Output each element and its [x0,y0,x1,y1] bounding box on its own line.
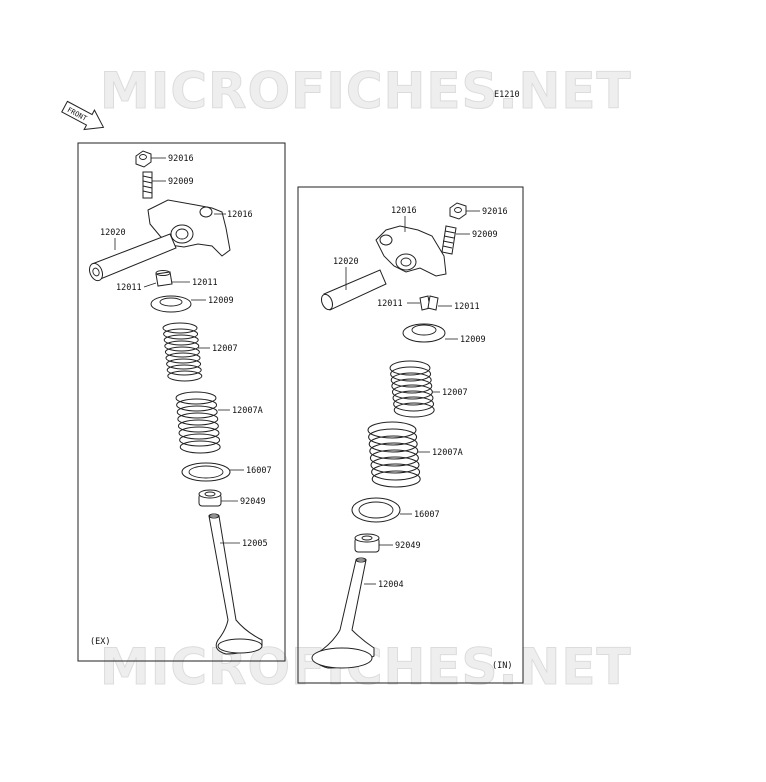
in-part-label: 12009 [460,335,486,345]
ex-part-label: 12020 [100,228,126,238]
in-labels: 12016 92016 92009 12020 12011 12011 1200… [333,206,508,590]
ex-outer-spring-icon [162,322,203,382]
ex-rocker-shaft-icon [88,233,177,282]
in-outer-spring-icon [389,360,435,418]
in-part-label: 12004 [378,580,404,590]
in-retainer-icon [402,323,446,343]
ex-retainer-icon [150,295,192,313]
ex-oil-seal-icon [198,489,222,507]
ex-part-label: 92049 [240,497,266,507]
intake-box-label: (IN) [492,661,512,671]
in-part-label: 92049 [395,541,421,551]
ex-part-label: 12016 [227,210,253,220]
in-part-label: 92016 [482,207,508,217]
ex-part-label: 12007 [212,344,238,354]
watermark-top: MICROFICHES.NET [100,62,632,120]
in-spring-seat-icon [351,497,401,523]
in-part-label: 12020 [333,257,359,267]
in-adjust-screw-icon [441,225,457,255]
in-rocker-shaft-icon [320,269,387,311]
ex-spring-seat-icon [181,462,231,482]
ex-part-label: 12007A [232,406,263,416]
in-part-label: 12016 [391,206,417,216]
ex-part-label: 92016 [168,154,194,164]
in-part-label: 92009 [472,230,498,240]
ex-inner-spring-icon [175,391,221,454]
in-oil-seal-icon [354,533,380,553]
in-part-label: 12011 [377,299,403,309]
ex-part-label: 12011 [116,283,142,293]
ex-part-label: 12009 [208,296,234,306]
in-part-label: 12007A [432,448,463,458]
ex-labels: 92016 92009 12016 12020 12011 12011 1200… [100,154,272,549]
in-valve-icon [311,557,375,669]
ex-valve-icon [208,513,263,655]
in-part-label: 12011 [454,302,480,312]
ex-part-label: 12011 [192,278,218,288]
ex-nut-icon [135,150,152,168]
intake-box [297,186,524,684]
in-rocker-arm-icon [375,225,447,277]
exhaust-box-label: (EX) [90,637,110,647]
ex-adjust-screw-icon [142,171,153,199]
ex-part-label: 16007 [246,466,272,476]
in-collet-icon [419,295,439,311]
in-part-label: 12007 [442,388,468,398]
in-part-label: 16007 [414,510,440,520]
ex-part-label: 92009 [168,177,194,187]
diagram-code: E1210 [494,90,520,100]
in-nut-icon [449,202,467,220]
ex-part-label: 12005 [242,539,268,549]
in-inner-spring-icon [367,421,421,488]
ex-collet-icon [155,270,173,287]
exhaust-box [77,142,286,662]
